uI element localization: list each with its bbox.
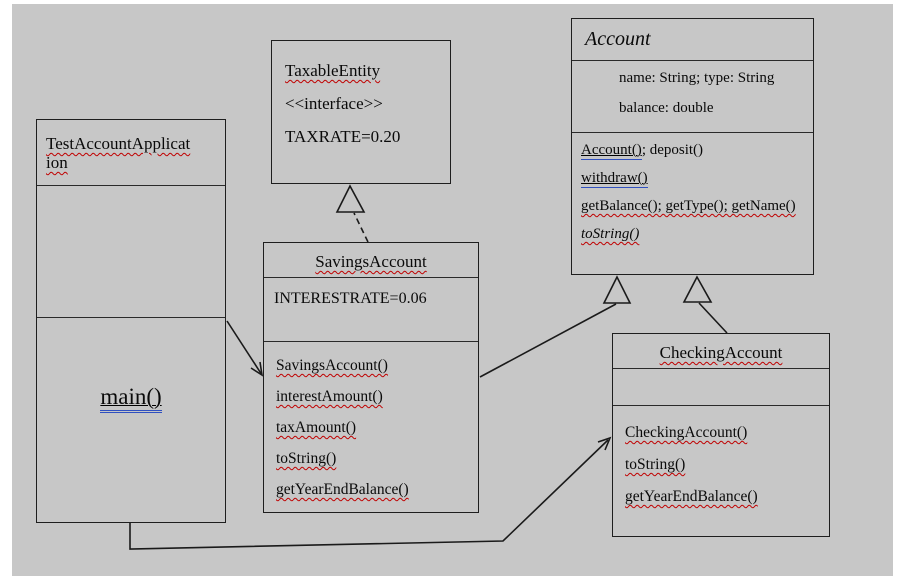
class-box-account: Account name: String; type: String balan…	[571, 18, 814, 275]
class-box-test-account-application: TestAccountApplication main()	[36, 119, 226, 523]
attributes-compartment: name: String; type: String balance: doub…	[572, 61, 813, 133]
class-name-text: CheckingAccount	[659, 343, 783, 362]
method-main: main()	[100, 384, 162, 413]
class-title-test-account-application: TestAccountApplication	[37, 120, 225, 186]
method-tostring: toString()	[581, 226, 813, 243]
method-getters-text: getBalance(); getType(); getName()	[581, 198, 796, 214]
method-text: taxAmount()	[276, 419, 357, 436]
open-arrowhead-savings	[250, 361, 264, 377]
constant-taxrate: TAXRATE=0.20	[285, 127, 401, 146]
attributes-compartment: INTERESTRATE=0.06	[264, 278, 478, 342]
attributes-compartment-empty	[37, 186, 225, 318]
method-interestamount: interestAmount()	[276, 388, 478, 406]
interface-box-taxable-entity: TaxableEntity <<interface>> TAXRATE=0.20	[271, 40, 451, 184]
method-deposit: ; deposit()	[641, 142, 704, 158]
method-getyearendbalance: getYearEndBalance()	[625, 488, 829, 506]
methods-compartment: CheckingAccount() toString() getYearEndB…	[613, 406, 829, 520]
realization-line-savings-taxable	[353, 212, 369, 243]
method-taxamount: taxAmount()	[276, 419, 478, 437]
method-tostring-text: toString()	[581, 226, 640, 242]
interface-body: TaxableEntity <<interface>> TAXRATE=0.20	[272, 41, 450, 160]
method-text: getYearEndBalance()	[625, 488, 758, 505]
class-name-text: TaxableEntity	[285, 61, 381, 80]
methods-compartment: SavingsAccount() interestAmount() taxAmo…	[264, 342, 478, 512]
open-arrowhead-checking	[597, 436, 612, 451]
methods-compartment: main()	[37, 318, 225, 520]
method-withdraw-text: withdraw()	[581, 170, 648, 188]
method-withdraw: withdraw()	[581, 170, 813, 188]
hollow-triangle-taxable	[335, 184, 366, 213]
method-text: SavingsAccount()	[276, 357, 388, 374]
method-getters: getBalance(); getType(); getName()	[581, 198, 813, 215]
stereotype-label: <<interface>>	[285, 94, 383, 113]
method-savingsaccount: SavingsAccount()	[276, 357, 478, 375]
dependency-line-testapp-checking	[129, 439, 609, 550]
hollow-triangle-account-right	[682, 275, 713, 303]
class-box-savings-account: SavingsAccount INTERESTRATE=0.06 Savings…	[263, 242, 479, 513]
generalization-line-savings-account	[479, 303, 617, 378]
method-text: toString()	[276, 450, 337, 467]
method-text: interestAmount()	[276, 388, 383, 405]
dependency-line-testapp-savings	[226, 320, 263, 376]
method-account-constructor: Account()	[581, 142, 642, 160]
attributes-compartment-empty	[613, 369, 829, 406]
attribute-name-type: name: String; type: String	[619, 70, 775, 86]
method-account-deposit: Account(); deposit()	[581, 142, 813, 160]
class-name-text: SavingsAccount	[315, 252, 427, 271]
method-text: toString()	[625, 456, 686, 473]
class-title-savings-account: SavingsAccount	[264, 243, 478, 278]
method-tostring: toString()	[625, 456, 829, 474]
class-box-checking-account: CheckingAccount CheckingAccount() toStri…	[612, 333, 830, 537]
class-title-account: Account	[572, 19, 813, 61]
method-checkingaccount: CheckingAccount()	[625, 424, 829, 442]
method-text: getYearEndBalance()	[276, 481, 409, 498]
class-title-checking-account: CheckingAccount	[613, 334, 829, 369]
method-text: CheckingAccount()	[625, 424, 748, 441]
attribute-balance: balance: double	[619, 100, 714, 116]
class-name-text: TestAccountApplication	[46, 134, 191, 172]
constant-interestrate: INTERESTRATE=0.06	[274, 290, 427, 307]
methods-compartment: Account(); deposit() withdraw() getBalan…	[572, 133, 813, 272]
generalization-line-checking-account	[698, 302, 728, 334]
interface-name-text: TaxableEntity	[285, 61, 450, 81]
method-tostring: toString()	[276, 450, 478, 468]
method-getyearendbalance: getYearEndBalance()	[276, 481, 478, 499]
hollow-triangle-account-left	[602, 275, 632, 304]
